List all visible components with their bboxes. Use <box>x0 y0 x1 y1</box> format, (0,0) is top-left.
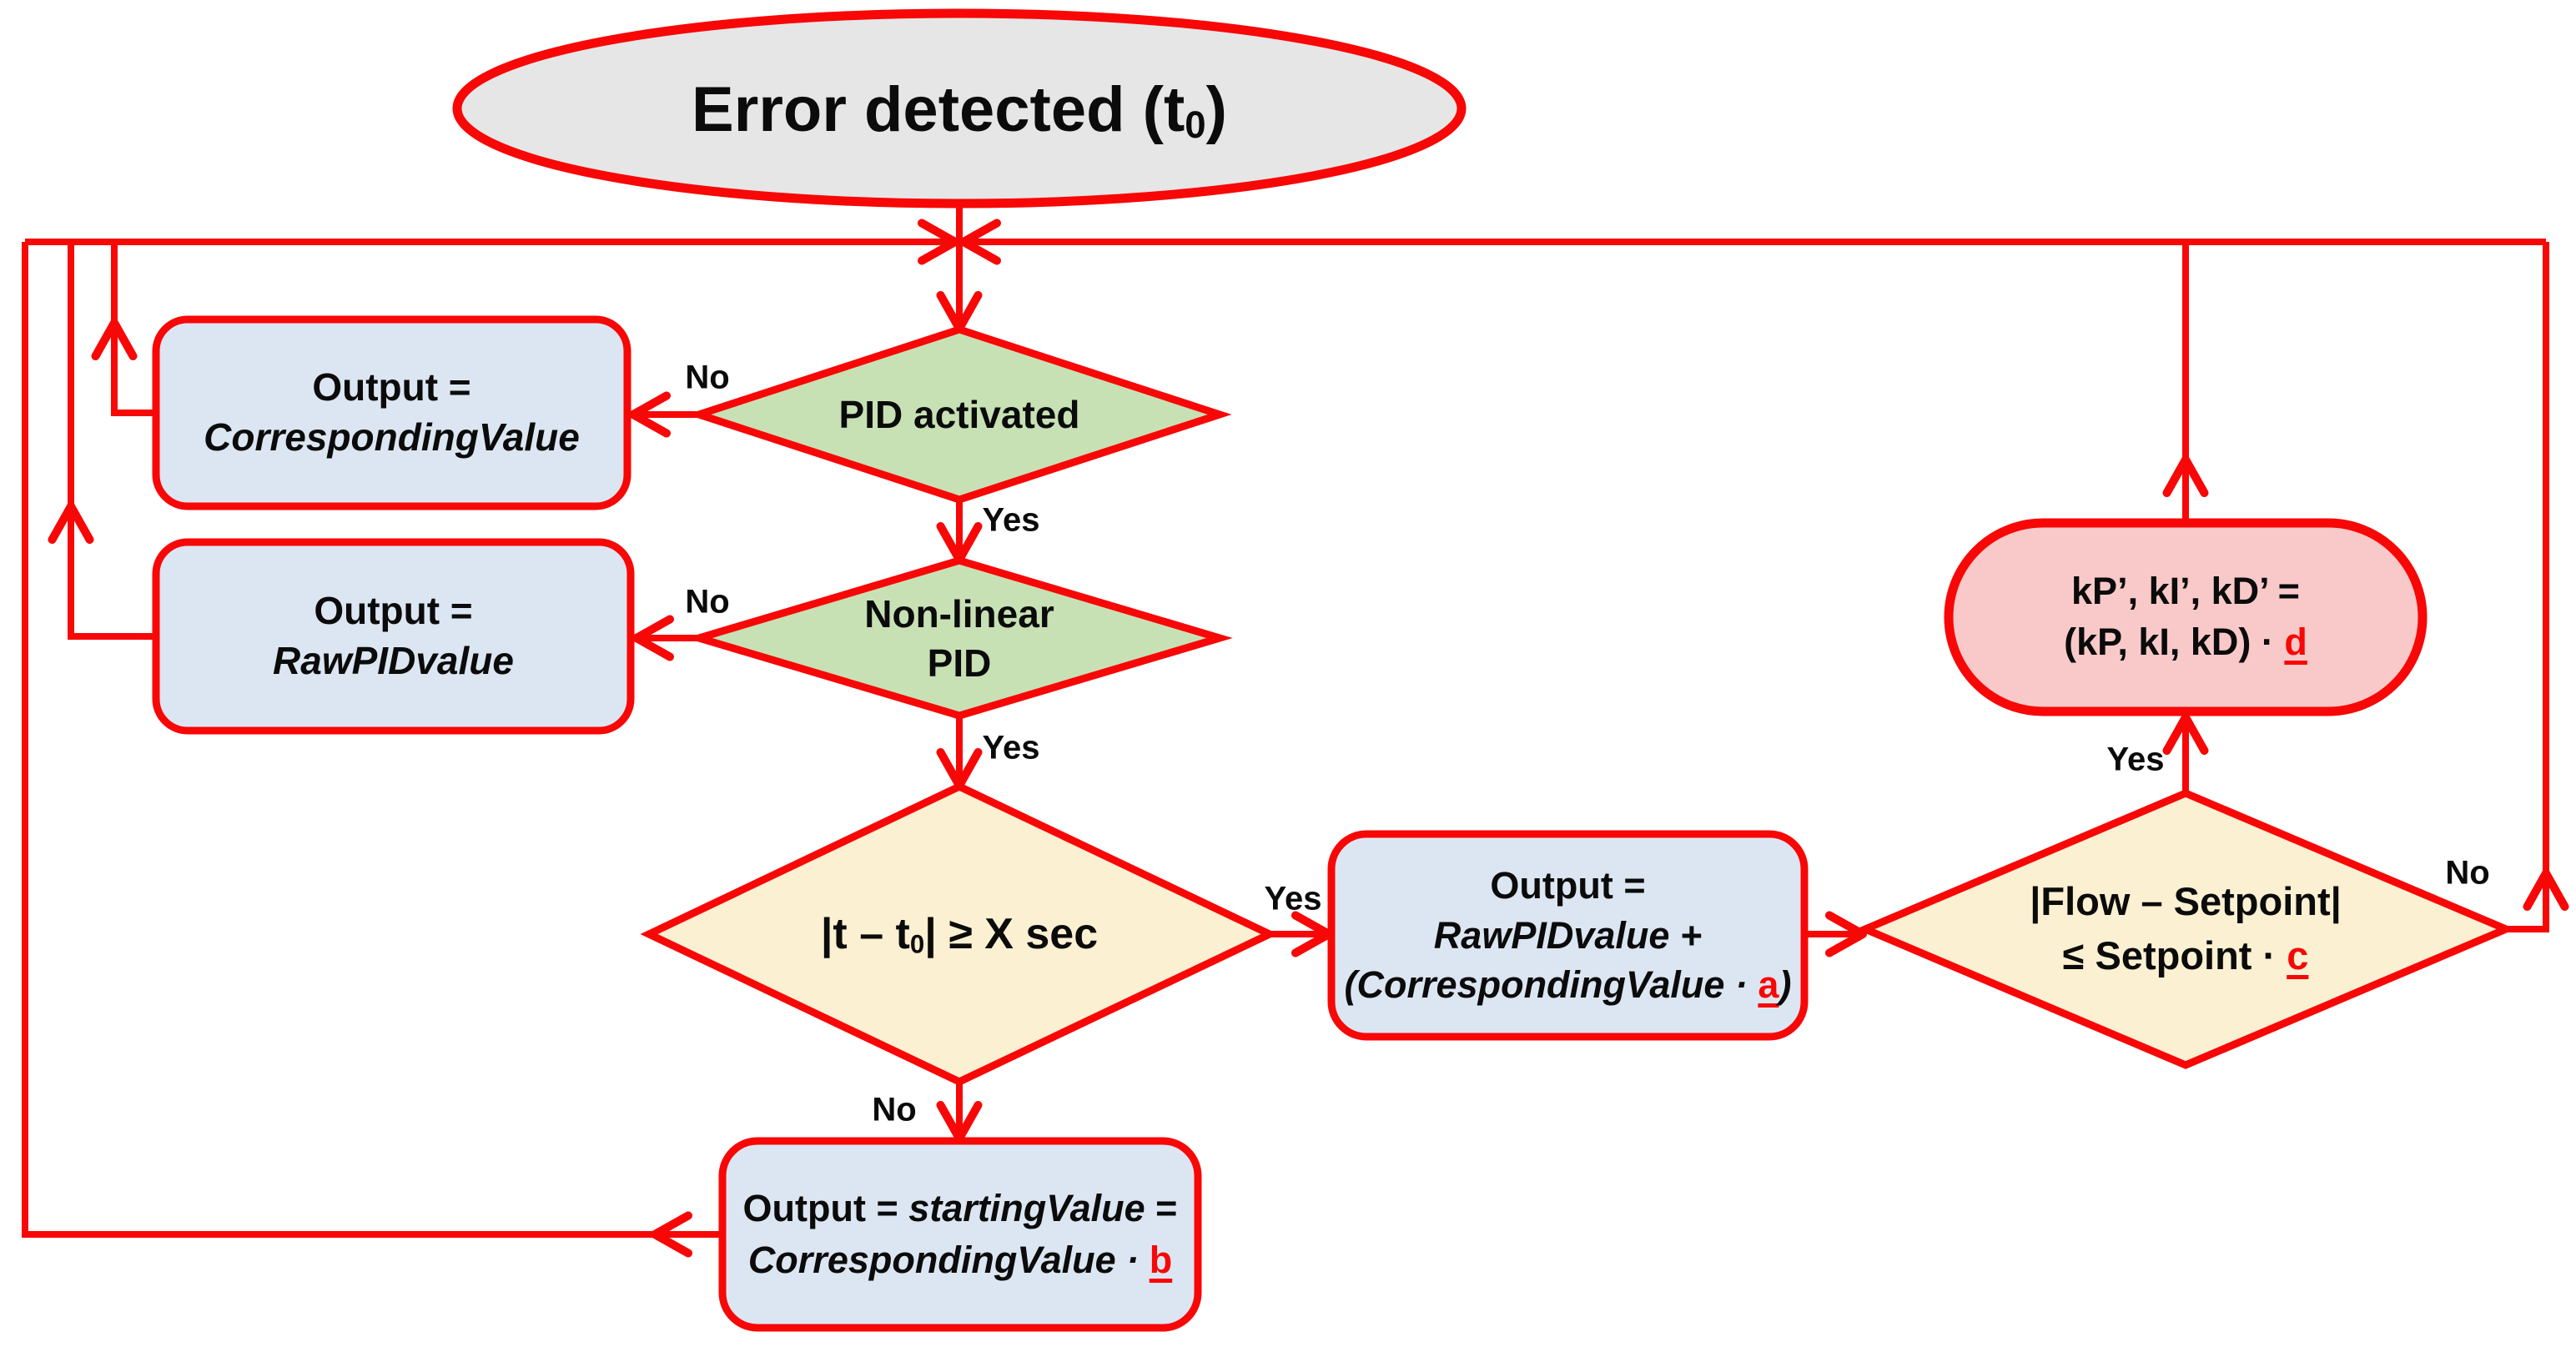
process-add-shape <box>1327 830 1809 1041</box>
edge-startvalue-return <box>22 242 722 1238</box>
process-corresponding-label: Output = CorrespondingValue <box>204 365 580 459</box>
decision-nonlinear-label: Non-linear PID <box>864 592 1054 685</box>
edge-raw-return <box>68 242 156 640</box>
process-corresponding-shape <box>152 315 631 510</box>
decision-flow-shape <box>1855 789 2516 1069</box>
stadium-gains-shape <box>1944 518 2428 716</box>
edge-label-nonlinear-no: No <box>685 583 730 621</box>
start-terminator-shape <box>452 8 1467 209</box>
start-terminator-label: Error detected (t0) <box>692 73 1227 147</box>
edge-label-pid-yes: Yes <box>982 501 1040 539</box>
decision-time-label: |t – t0| ≥ X sec <box>820 909 1099 959</box>
decision-pid-shape <box>687 325 1232 504</box>
process-startvalue-label: Output = startingValue = CorrespondingVa… <box>742 1186 1178 1281</box>
process-raw-shape <box>152 538 635 735</box>
decision-flow-label: |Flow – Setpoint| ≤ Setpoint · c <box>2030 879 2342 978</box>
decision-pid-label: PID activated <box>838 392 1080 436</box>
edge-label-flow-yes: Yes <box>2106 741 2165 778</box>
decision-time-shape <box>640 782 1279 1086</box>
edge-label-time-yes: Yes <box>1264 880 1322 917</box>
edge-label-pid-no: No <box>685 359 730 396</box>
edge-label-flow-no: No <box>2445 854 2490 892</box>
process-raw-label: Output = RawPIDvalue <box>273 589 514 682</box>
edge-corresponding-return <box>111 242 156 416</box>
edge-flow-no-return <box>2508 242 2549 932</box>
process-startvalue-shape <box>718 1137 1202 1332</box>
stadium-gains-label: kP’, kI’, kD’ = (kP, kI, kD) · d <box>2064 570 2307 663</box>
decision-nonlinear-shape <box>686 556 1233 720</box>
edge-label-nonlinear-yes: Yes <box>982 729 1040 766</box>
process-add-label: Output = RawPIDvalue + (CorrespondingVal… <box>1344 863 1792 1007</box>
edge-label-time-no: No <box>872 1091 917 1128</box>
